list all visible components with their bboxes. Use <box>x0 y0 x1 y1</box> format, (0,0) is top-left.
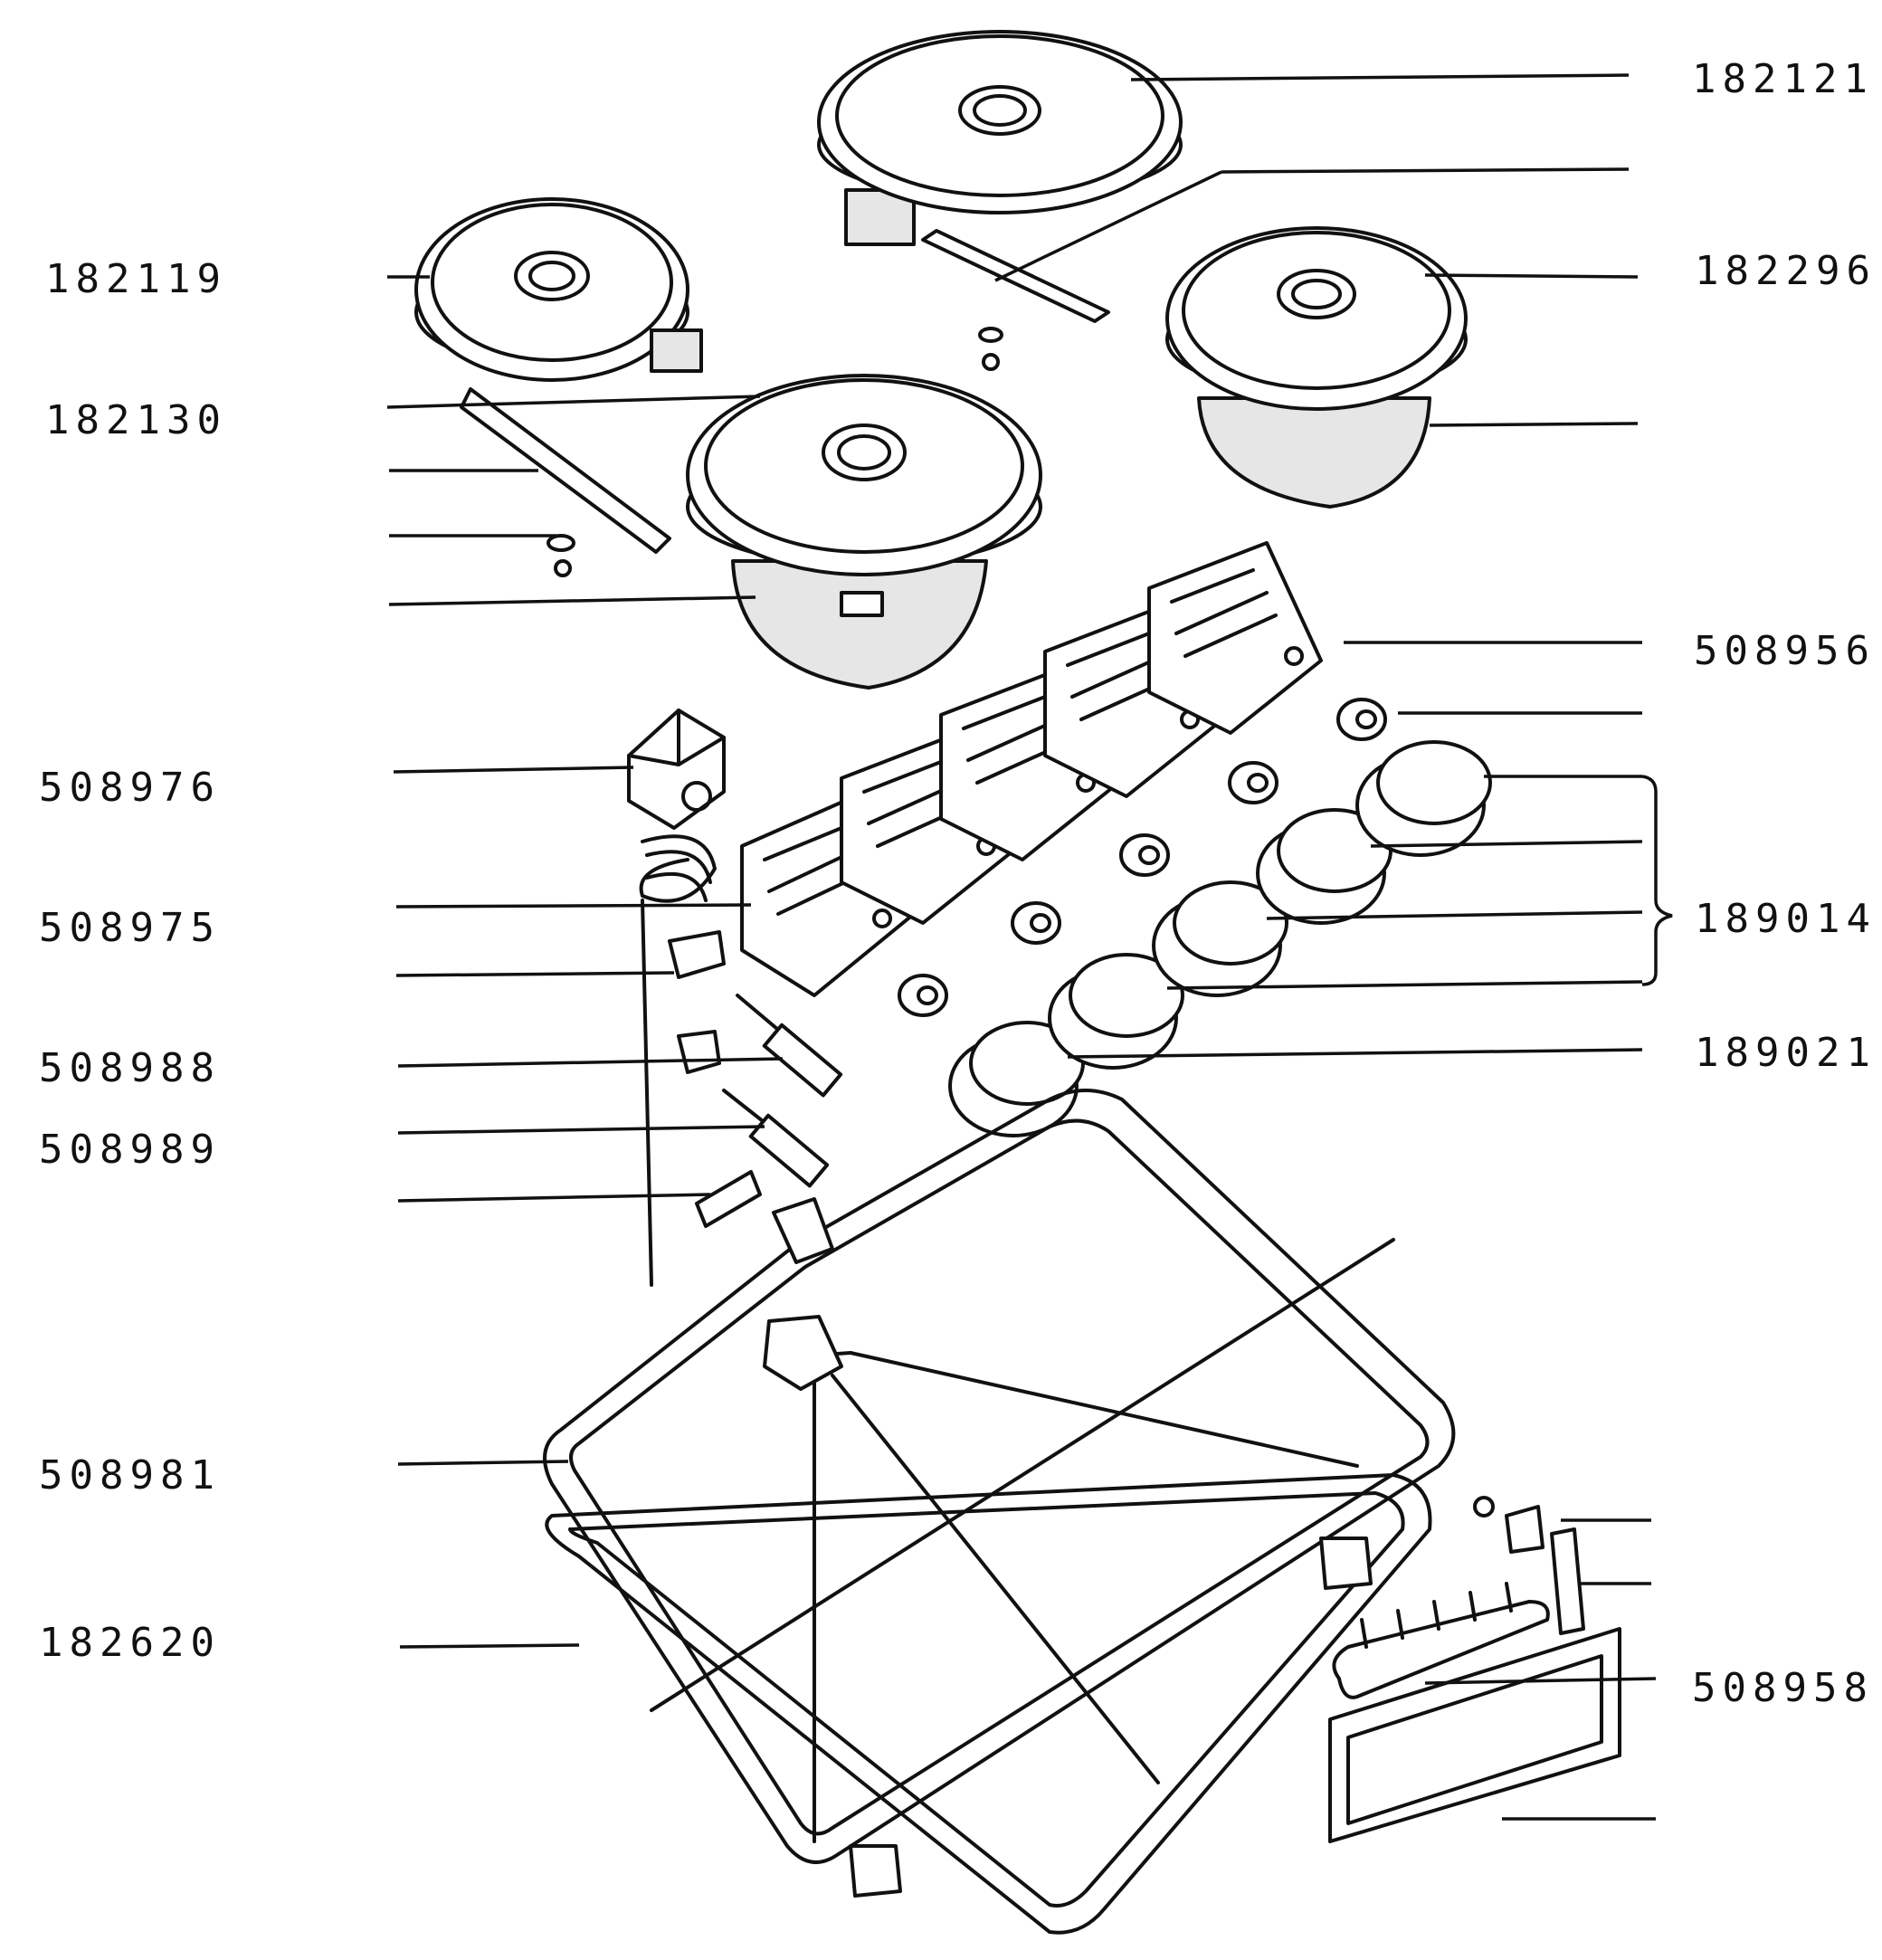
terminal-block-508958 <box>1328 1496 1621 1843</box>
clip-part-1 <box>668 930 726 979</box>
part-number-508975: 508975 <box>39 905 221 951</box>
hotplate-182119 <box>414 197 703 382</box>
part-number-508956: 508956 <box>1694 628 1876 674</box>
heating-element-182620 <box>545 1473 1432 1935</box>
part-number-508989: 508989 <box>39 1127 221 1173</box>
part-number-508976: 508976 <box>39 765 221 811</box>
part-number-182296: 182296 <box>1695 248 1877 294</box>
bracket-left <box>460 387 671 577</box>
part-number-182130: 182130 <box>45 397 227 443</box>
heating-rod-508989 <box>722 1089 830 1188</box>
knob-189014-c <box>1256 808 1392 925</box>
clip-part-2 <box>677 1030 721 1074</box>
part-number-182119: 182119 <box>45 256 227 302</box>
hotplate-182130 <box>686 374 1042 690</box>
rotary-switch-5 <box>1147 541 1323 735</box>
part-number-182620: 182620 <box>39 1620 221 1666</box>
heating-rod-508988 <box>736 994 843 1098</box>
part-number-508988: 508988 <box>39 1045 221 1091</box>
heating-element-508981 <box>543 1089 1456 1864</box>
part-number-189014: 189014 <box>1695 896 1877 942</box>
knob-189014-d <box>1355 740 1492 857</box>
part-number-508958: 508958 <box>1692 1665 1874 1711</box>
knob-189014-b <box>1152 880 1288 997</box>
leader-lines <box>386 73 1673 1821</box>
part-number-182121: 182121 <box>1692 56 1874 102</box>
part-number-508981: 508981 <box>39 1452 221 1499</box>
part-number-189021: 189021 <box>1695 1030 1877 1076</box>
hotplate-182121 <box>817 30 1183 371</box>
knob-189021 <box>948 1021 1085 1137</box>
washers <box>898 698 1387 1017</box>
knob-189014-a <box>1048 953 1184 1070</box>
thermostat-508976 <box>627 709 726 1287</box>
hotplate-182296 <box>1165 226 1468 509</box>
terminal-plate <box>695 1170 762 1228</box>
